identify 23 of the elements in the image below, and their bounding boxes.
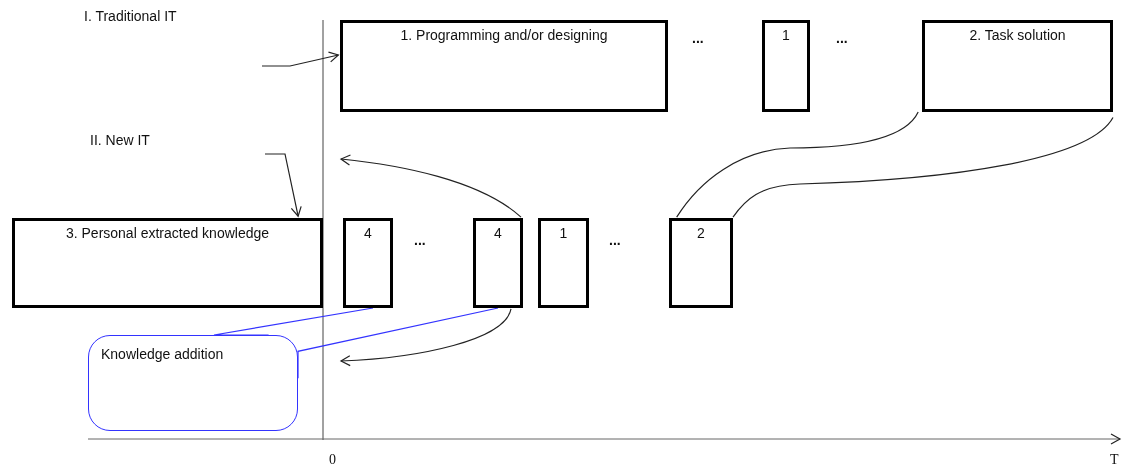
process-box: 3. Personal extracted knowledge: [12, 218, 323, 308]
connector-line: [732, 116, 1114, 218]
process-box: 1: [762, 20, 810, 112]
process-box: 2. Task solution: [922, 20, 1113, 112]
connector-line: [676, 111, 919, 218]
leader-arrow: [261, 51, 339, 67]
leader-arrow: [264, 153, 302, 217]
axis-label: 0: [329, 452, 336, 468]
ellipsis: ...: [692, 30, 704, 46]
axis-label: T: [1110, 452, 1119, 468]
ellipsis: ...: [836, 30, 848, 46]
curved-arrow: [340, 308, 512, 367]
section-heading: I. Traditional IT: [84, 8, 177, 24]
process-box: 4: [343, 218, 393, 308]
process-box: 1: [538, 218, 589, 308]
process-box: 1. Programming and/or designing: [340, 20, 668, 112]
process-box: 2: [669, 218, 733, 308]
section-heading: II. New IT: [90, 132, 150, 148]
process-box: 4: [473, 218, 523, 308]
ellipsis: ...: [609, 232, 621, 248]
curved-arrow: [340, 154, 522, 218]
callout-bubble: Knowledge addition: [88, 335, 298, 431]
ellipsis: ...: [414, 232, 426, 248]
